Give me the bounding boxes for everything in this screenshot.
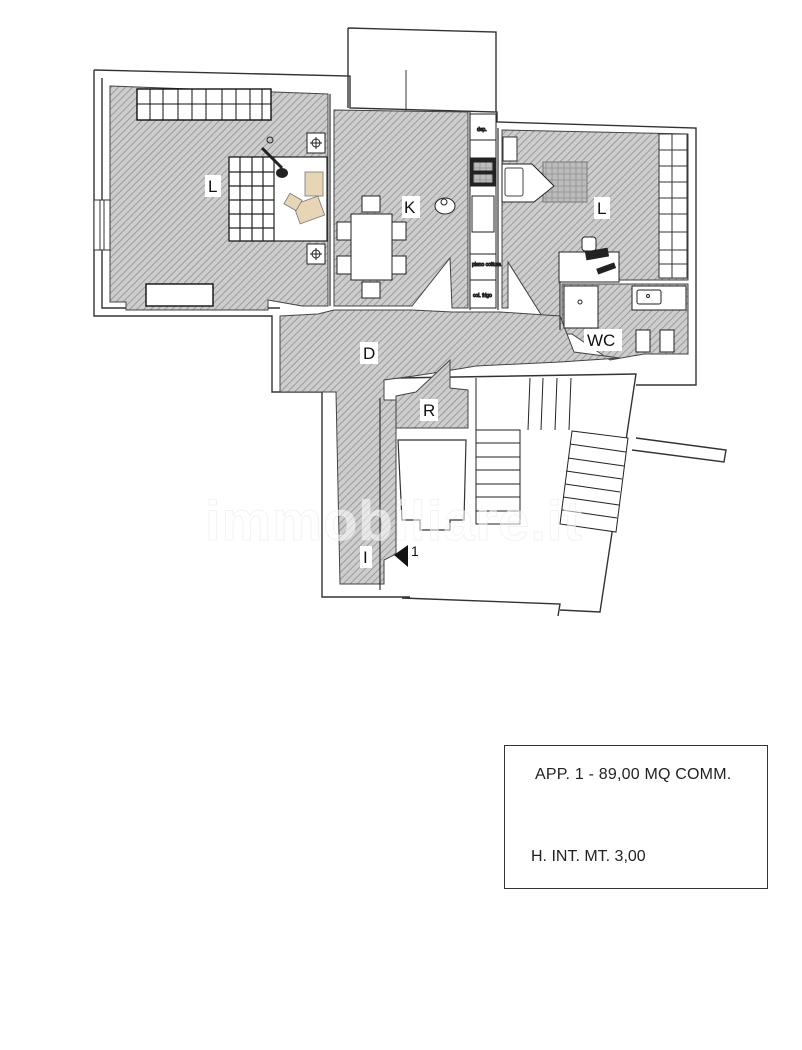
sofa-bed (501, 161, 588, 203)
entrance-number: 1 (411, 543, 419, 559)
info-box: APP. 1 - 89,00 MQ COMM. H. INT. MT. 3,00 (504, 745, 768, 889)
height-label: H. INT. MT. 3,00 (531, 848, 646, 865)
room-living-left (109, 85, 329, 311)
nightstands (306, 132, 326, 265)
label-storage: R (423, 401, 435, 420)
label-kitchen: K (404, 198, 416, 217)
label-entrance: I (363, 548, 368, 567)
label-hall: D (363, 344, 375, 363)
shelf-right-small (502, 136, 518, 162)
desk (558, 236, 620, 283)
entrance-arrow-icon (394, 545, 408, 567)
label-living-left: L (208, 177, 217, 196)
sideboard (145, 283, 214, 307)
room-labels: L K L WC D R I (205, 175, 622, 568)
watermark: immobiliare.it (204, 489, 584, 553)
bookshelf (136, 88, 272, 121)
room-storage (395, 358, 469, 429)
wardrobe-right (658, 133, 688, 279)
area-label: APP. 1 - 89,00 MQ COMM. (535, 766, 732, 783)
staircase (475, 377, 629, 533)
label-dep: dep. (477, 127, 487, 133)
window-left (93, 199, 111, 251)
kitchen-counter: dep. piano cottura col. frigo (469, 113, 502, 309)
label-cooktop: piano cottura (472, 262, 501, 268)
wc-fixtures (563, 285, 687, 353)
person-icon-kitchen (434, 197, 456, 215)
label-living-right: L (597, 199, 606, 218)
label-bathroom: WC (587, 331, 615, 350)
bed (228, 136, 328, 242)
dining-table (336, 195, 407, 299)
label-fridge: col. frigo (473, 293, 492, 299)
